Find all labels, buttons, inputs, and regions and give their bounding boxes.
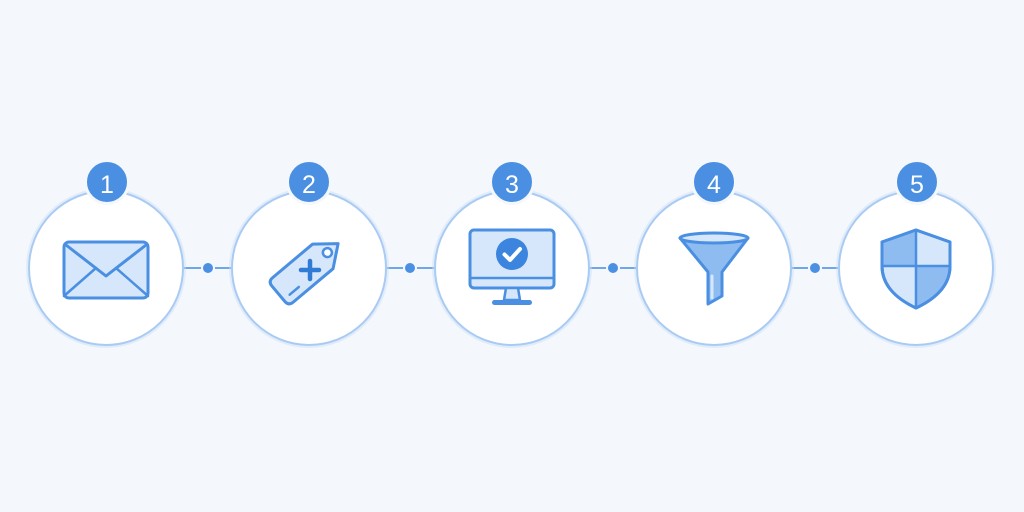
connector-dot-3-4 (606, 261, 620, 275)
monitor-check-icon (468, 228, 556, 305)
envelope-icon (62, 240, 150, 300)
step-3-number-badge: 3 (489, 159, 535, 205)
step-3-circle (434, 190, 590, 346)
step-4-circle (636, 190, 792, 346)
step-4-number-badge: 4 (691, 159, 737, 205)
tag-plus-icon (268, 242, 340, 306)
step-1-number-badge: 1 (84, 159, 130, 205)
funnel-icon (678, 231, 750, 306)
step-2-number-badge: 2 (286, 159, 332, 205)
connector-dot-1-2 (201, 261, 215, 275)
connector-dot-2-3 (403, 261, 417, 275)
step-5-circle (838, 190, 994, 346)
connector-dot-4-5 (808, 261, 822, 275)
step-2-circle (231, 190, 387, 346)
shield-icon (880, 228, 952, 310)
step-5-number-badge: 5 (894, 159, 940, 205)
step-1-circle (28, 190, 184, 346)
